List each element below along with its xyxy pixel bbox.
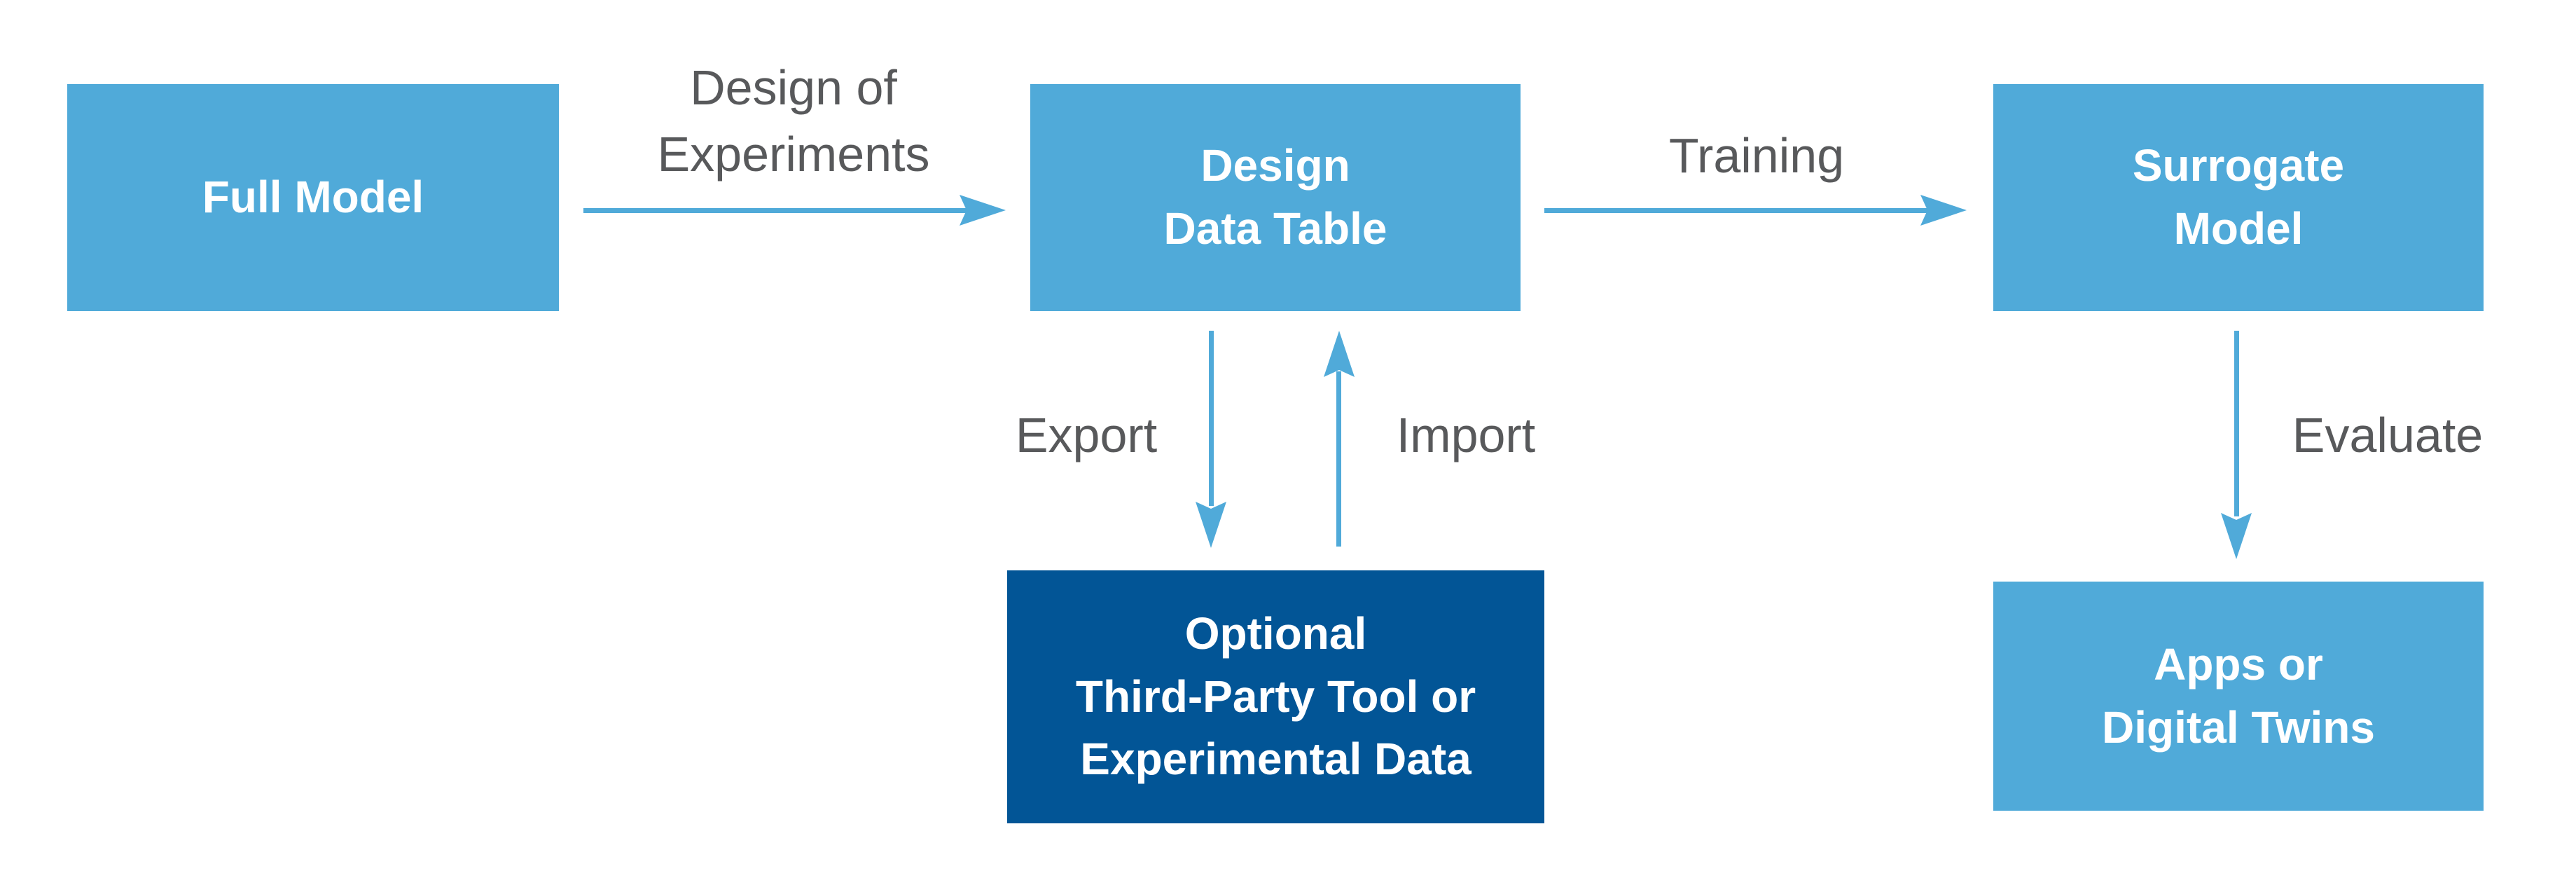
node-design-data-table: Design Data Table	[1030, 84, 1521, 311]
label-training: Training	[1668, 128, 1845, 183]
label-design-of-experiments: Design of Experiments	[657, 60, 930, 181]
label-import: Import	[1396, 408, 1536, 462]
arrow-export	[1196, 331, 1226, 548]
node-optional-tool: Optional Third-Party Tool or Experimenta…	[1007, 570, 1544, 823]
arrow-design-to-surrogate	[1544, 195, 1967, 226]
label-evaluate: Evaluate	[2292, 408, 2484, 462]
node-full-model: Full Model	[67, 84, 559, 311]
arrow-evaluate	[2221, 331, 2252, 559]
arrow-import	[1324, 331, 1355, 547]
node-surrogate-model: Surrogate Model	[1993, 84, 2484, 311]
label-export: Export	[1015, 408, 1158, 462]
arrow-full-to-design	[583, 195, 1006, 226]
node-apps-digital-twins: Apps or Digital Twins	[1993, 582, 2484, 811]
